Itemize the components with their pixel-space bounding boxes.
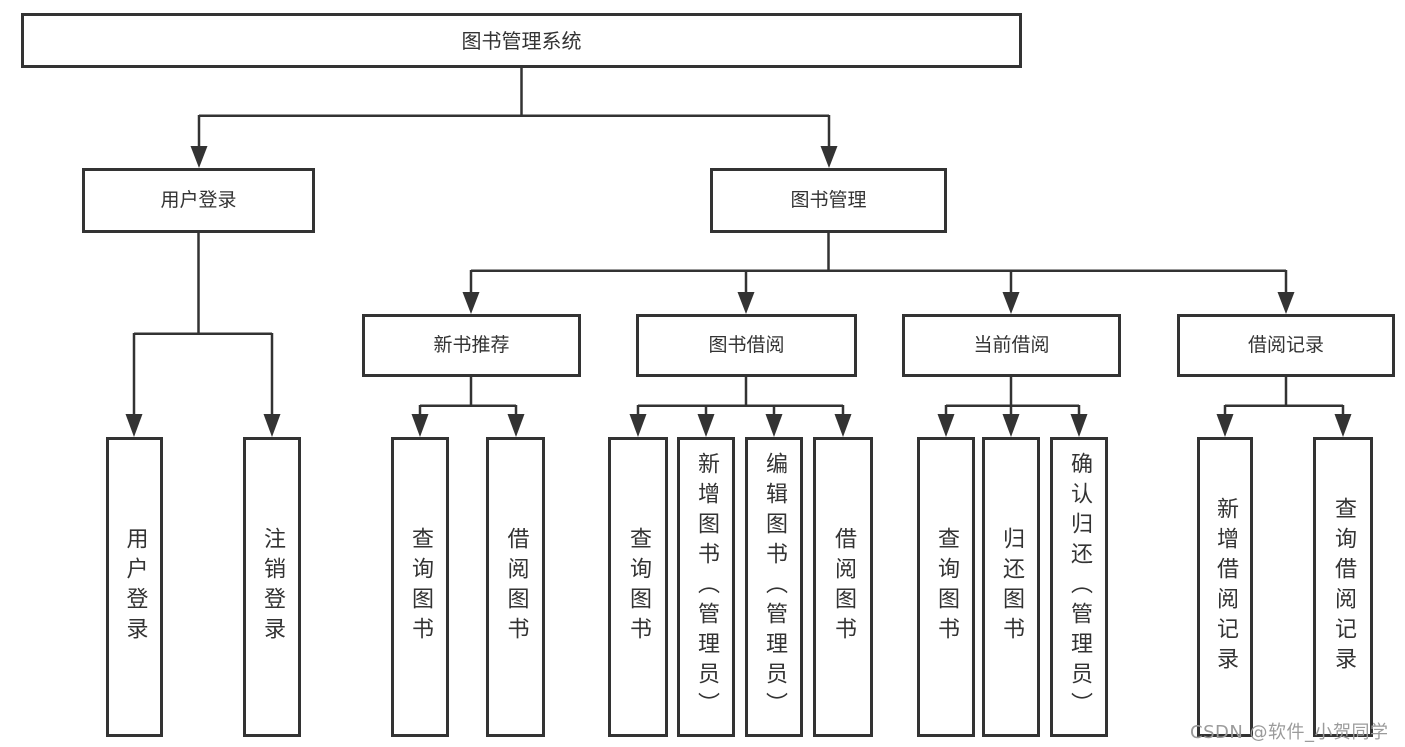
leaf-add-borrow-record: 新增借阅记录 [1197,437,1253,737]
leaf-user-login: 用户登录 [106,437,163,737]
leaf-search-books-recommend: 查询图书 [391,437,449,737]
leaf-confirm-return-admin: 确认归还（管理员） [1050,437,1108,737]
node-current-borrowing: 当前借阅 [902,314,1121,377]
leaf-edit-book-admin-label: 编辑图书（管理员） [762,452,787,722]
node-book-borrowing: 图书借阅 [636,314,857,377]
leaf-return-books: 归还图书 [982,437,1040,737]
leaf-logout: 注销登录 [243,437,301,737]
leaf-borrow-books-borrowing: 借阅图书 [813,437,873,737]
leaf-add-borrow-record-label: 新增借阅记录 [1213,497,1238,677]
node-library-system: 图书管理系统 [21,13,1022,68]
node-book-management: 图书管理 [710,168,947,233]
leaf-add-book-admin: 新增图书（管理员） [677,437,735,737]
leaf-borrow-books-recommend: 借阅图书 [486,437,545,737]
leaf-search-books-borrowing-label: 查询图书 [626,527,651,647]
leaf-user-login-label: 用户登录 [122,527,148,647]
leaf-return-books-label: 归还图书 [999,527,1024,647]
leaf-edit-book-admin: 编辑图书（管理员） [745,437,803,737]
leaf-search-borrow-record-label: 查询借阅记录 [1331,497,1356,677]
leaf-borrow-books-recommend-label: 借阅图书 [503,527,529,647]
watermark-text: CSDN @软件_小贺同学 [1190,722,1389,743]
leaf-search-books-recommend-label: 查询图书 [408,527,433,647]
node-borrow-records: 借阅记录 [1177,314,1395,377]
leaf-search-books-current-label: 查询图书 [934,527,959,647]
node-user-login: 用户登录 [82,168,315,233]
leaf-search-borrow-record: 查询借阅记录 [1313,437,1373,737]
leaf-add-book-admin-label: 新增图书（管理员） [694,452,719,722]
leaf-search-books-borrowing: 查询图书 [608,437,668,737]
leaf-borrow-books-borrowing-label: 借阅图书 [831,527,856,647]
node-new-book-recommend: 新书推荐 [362,314,581,377]
leaf-confirm-return-admin-label: 确认归还（管理员） [1067,452,1092,722]
leaf-search-books-current: 查询图书 [917,437,975,737]
leaf-logout-label: 注销登录 [260,527,285,647]
